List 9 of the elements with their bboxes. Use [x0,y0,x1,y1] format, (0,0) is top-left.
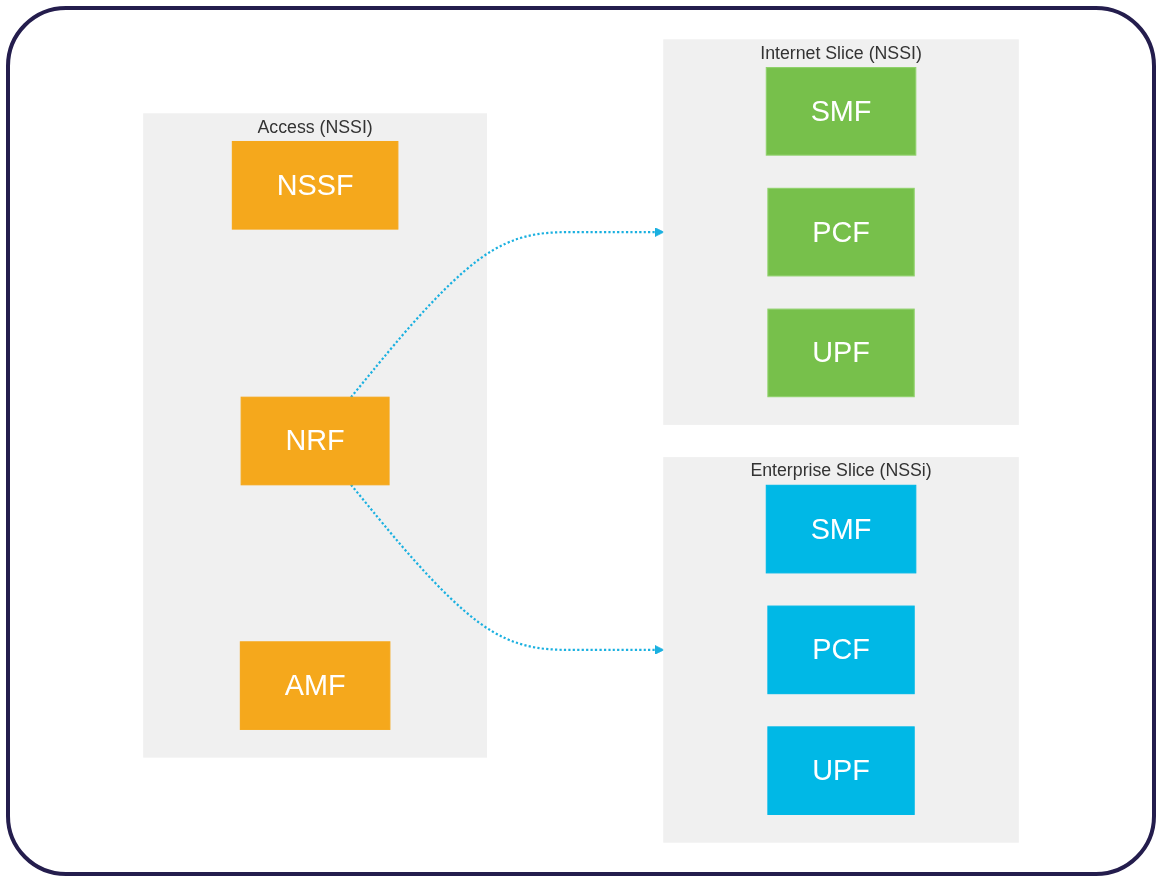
node-box: NRF [240,396,390,486]
node-box: SMF [765,484,917,574]
node-box: NSSF [231,140,399,230]
node-box: PCF [767,187,915,277]
node-box: UPF [767,308,915,398]
node-box: UPF [767,726,915,815]
node-box: AMF [239,641,391,730]
node-box: SMF [765,67,917,156]
node-box: PCF [767,605,915,695]
